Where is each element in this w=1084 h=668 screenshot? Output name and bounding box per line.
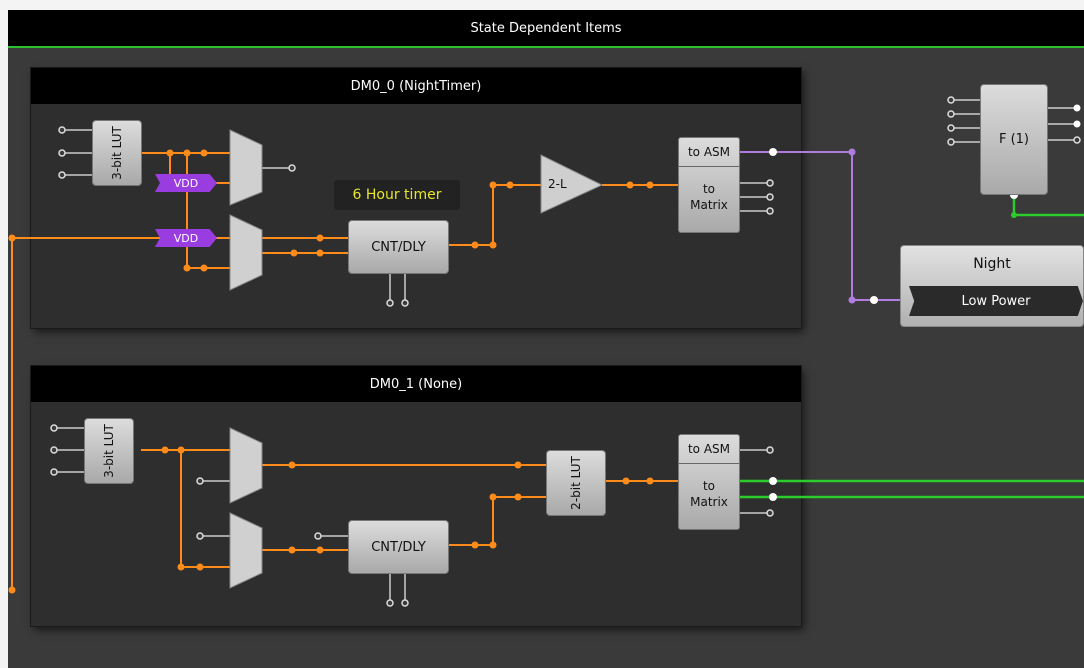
section-title: State Dependent Items [470,20,622,36]
vdd-label: VDD [173,231,199,245]
timer-label-text: 6 Hour timer [352,187,442,203]
matrix-label-2: Matrix [690,198,728,212]
logic-gate-shape [540,154,604,214]
asm-label: to ASM [687,145,731,159]
to-matrix-port[interactable]: to Matrix [679,464,739,524]
asm-label: to ASM [687,442,731,456]
lut-3bit-block[interactable]: 3-bit LUT [92,120,142,186]
matrix-label-2: Matrix [690,495,728,509]
state-label-text: Low Power [961,293,1031,309]
logic-label-text: 2-L [548,177,567,191]
vdd-tag: VDD [155,229,217,247]
state-label: Low Power [909,286,1083,316]
asm-matrix-block[interactable]: to ASM to Matrix [678,137,740,233]
lut-2bit-block[interactable]: 2-bit LUT [546,450,606,516]
matrix-label-1: to [702,479,716,493]
lut-label: 2-bit LUT [568,456,583,510]
vdd-label: VDD [173,176,199,190]
to-matrix-port[interactable]: to Matrix [679,167,739,227]
lut-label: 3-bit LUT [102,424,117,478]
panel-title: DM0_0 (NightTimer) [31,68,801,104]
vdd-tag: VDD [155,174,217,192]
logic-2l-label[interactable]: 2-L [548,177,567,191]
asm-matrix-block[interactable]: to ASM to Matrix [678,434,740,530]
state-block-night[interactable]: Night Low Power [900,245,1084,327]
timer-annotation: 6 Hour timer [334,180,460,210]
panel-title: DM0_1 (None) [31,366,801,402]
mux-shape [229,129,263,206]
to-asm-port[interactable]: to ASM [679,138,739,167]
window-left-edge [0,0,8,668]
section-header: State Dependent Items [8,10,1084,48]
state-title: Night [973,256,1011,272]
cnt-label: CNT/DLY [371,539,426,555]
cnt-dly-block[interactable]: CNT/DLY [348,220,449,274]
lut-3bit-block[interactable]: 3-bit LUT [84,418,134,484]
panel-dm0-1[interactable]: DM0_1 (None) [31,366,801,626]
flipflop-block[interactable]: F (1) [980,84,1048,195]
panel-title-text: DM0_1 (None) [369,376,463,392]
flipflop-label: F (1) [998,132,1030,147]
matrix-label-1: to [702,182,716,196]
cnt-dly-block[interactable]: CNT/DLY [348,520,449,574]
lut-label: 3-bit LUT [110,126,125,180]
to-asm-port[interactable]: to ASM [679,435,739,464]
mux-shape [229,214,263,291]
cnt-label: CNT/DLY [371,239,426,255]
panel-title-text: DM0_0 (NightTimer) [350,78,482,94]
window-top-edge [0,0,1084,10]
